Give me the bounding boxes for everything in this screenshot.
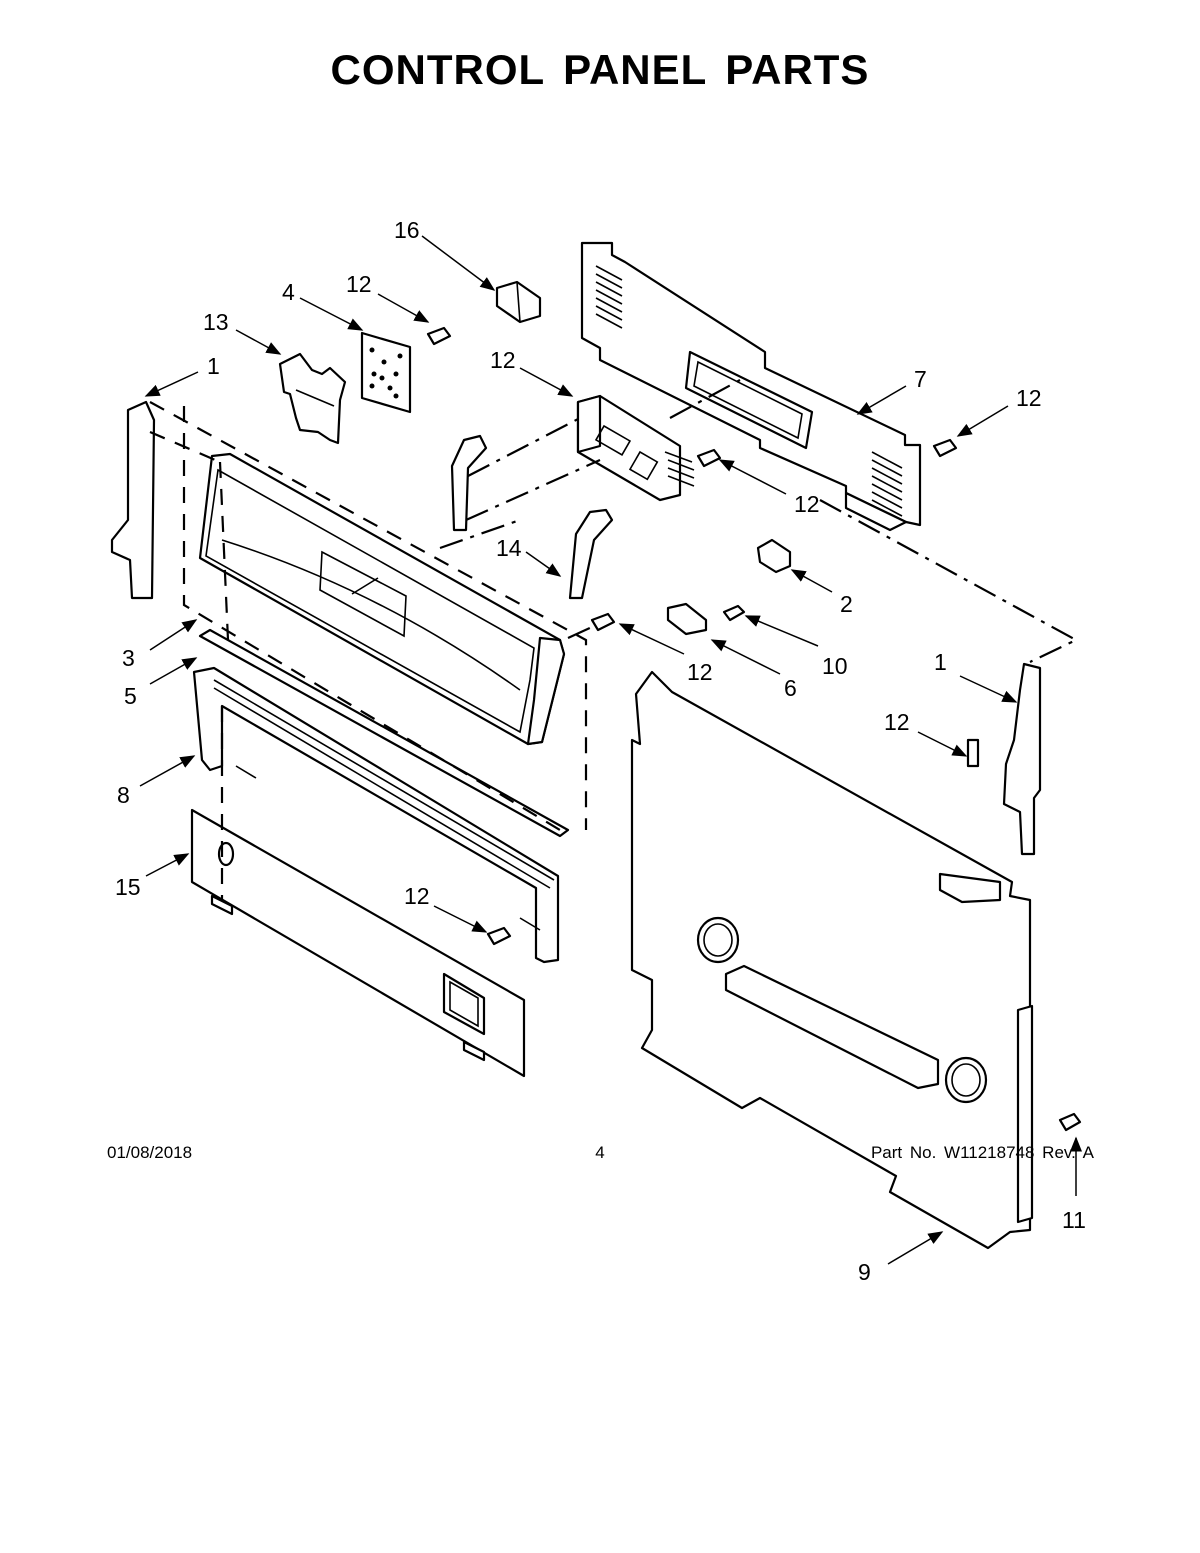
callout-label: 14	[496, 535, 522, 561]
callout-label: 13	[203, 309, 229, 335]
clip-part-6	[666, 602, 708, 636]
end-bracket-part-1-right	[1002, 662, 1042, 856]
callout-label: 16	[394, 217, 420, 243]
callout-label: 12	[490, 347, 516, 373]
bracket-part-13	[278, 352, 347, 445]
callout-label: 12	[884, 709, 910, 735]
callout-label: 10	[822, 653, 848, 679]
rear-bracket-part	[580, 241, 922, 532]
end-cap-part-14-right	[568, 508, 614, 600]
callout-label: 8	[117, 782, 130, 808]
end-cap-part-14-left	[450, 434, 488, 532]
footer-part-number: Part No. W11218748 Rev. A	[870, 1143, 1094, 1162]
callout-label: 6	[784, 675, 797, 701]
rear-panel-part-9	[630, 670, 1034, 1250]
electronic-control-part-11	[576, 394, 695, 502]
callout-label: 9	[858, 1259, 871, 1285]
footer-date: 01/08/2018	[107, 1143, 193, 1162]
console-part-3	[198, 452, 566, 746]
callout-label: 3	[122, 645, 135, 671]
footer-page-number: 4	[595, 1143, 605, 1162]
callout-label: 2	[840, 591, 853, 617]
callout-label: 12	[794, 491, 820, 517]
switch-part-2	[756, 538, 792, 574]
callout-label: 11	[1062, 1207, 1086, 1233]
callout-label: 12	[687, 659, 713, 685]
page-title: CONTROL PANEL PARTS	[330, 46, 870, 93]
control-board-part-4	[360, 331, 412, 414]
callout-label: 15	[115, 874, 141, 900]
callout-labels: 16 12 4 13 1 12 7 12 12 14 2 3 12 10 1 6…	[115, 217, 1086, 1285]
clip-part-16	[495, 280, 542, 324]
callout-label: 1	[207, 353, 220, 379]
screw-part-12	[426, 326, 1082, 1132]
callout-label: 12	[404, 883, 430, 909]
callout-label: 7	[914, 366, 927, 392]
callout-label: 4	[282, 279, 295, 305]
trim-strip-part-5	[198, 628, 570, 838]
assembly-guide-lines	[149, 379, 1079, 900]
panel-frame-part-8	[192, 666, 560, 964]
callout-label: 12	[1016, 385, 1042, 411]
leader-lines	[139, 235, 1082, 1265]
callout-label: 1	[934, 649, 947, 675]
callout-label: 5	[124, 683, 137, 709]
screw-part-10	[722, 604, 746, 622]
callout-label: 12	[346, 271, 372, 297]
end-bracket-part-1-left	[110, 400, 156, 600]
lower-shield-part-15	[190, 808, 526, 1078]
